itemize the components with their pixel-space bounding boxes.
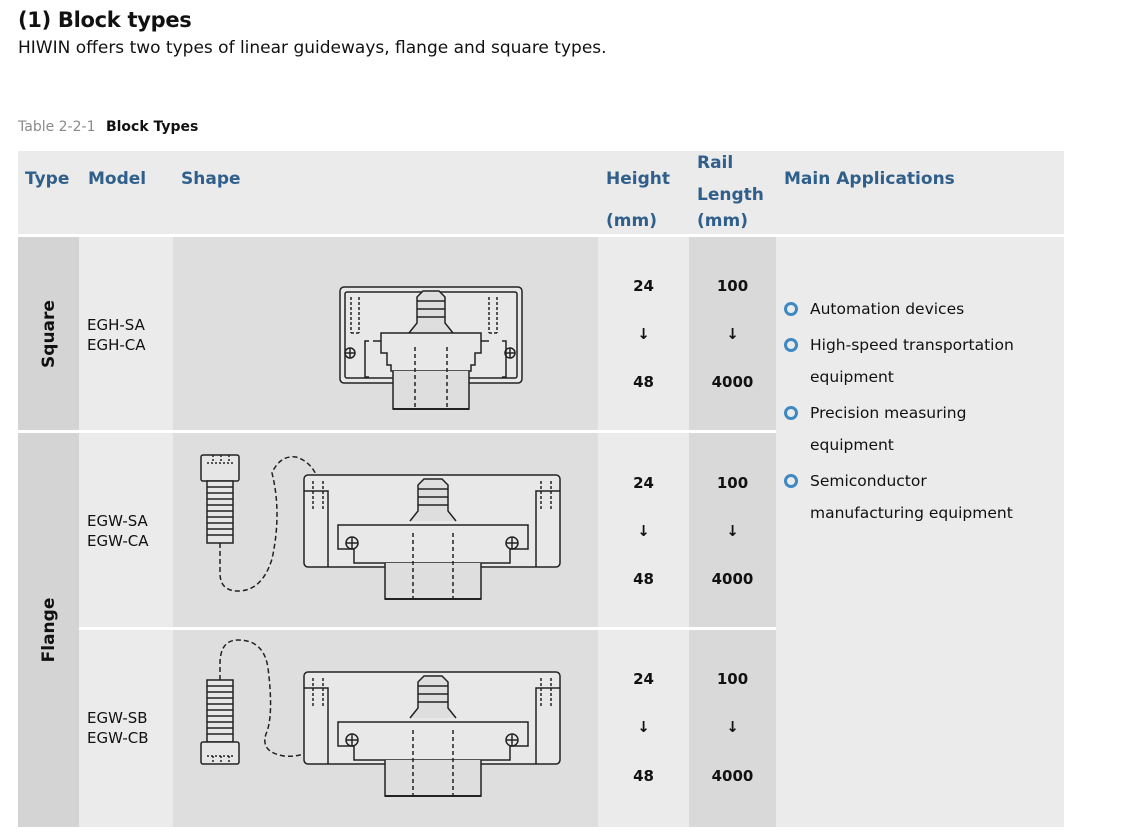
- rail-length-cell: 100 ↓ 4000: [689, 630, 776, 827]
- rail-length-max: 4000: [711, 570, 754, 588]
- model-cell: EGH-SA EGH-CA: [79, 237, 173, 430]
- table-number: Table 2-2-1: [18, 119, 96, 135]
- header-type: Type: [25, 169, 70, 189]
- application-item: Semiconductor manufacturing equipment: [784, 465, 1054, 529]
- table-header-row: Type Model Shape Height (mm) Rail Length…: [18, 151, 1064, 234]
- model-cell: EGW-SA EGW-CA: [79, 433, 173, 627]
- bullet-ring-icon: [784, 338, 798, 352]
- header-main-applications: Main Applications: [784, 169, 955, 189]
- header-height: Height: [606, 169, 670, 189]
- application-text: Semiconductor: [810, 472, 927, 490]
- intro-text: HIWIN offers two types of linear guidewa…: [18, 38, 607, 58]
- header-shape: Shape: [181, 169, 241, 189]
- arrow-down-icon: ↓: [637, 718, 650, 736]
- height-min: 24: [633, 670, 654, 688]
- flange-block-drawing-bolt-up-icon: [200, 454, 561, 600]
- model-name: EGW-CB: [87, 729, 149, 747]
- height-cell: 24 ↓ 48: [598, 630, 689, 827]
- flange-block-drawing-bolt-down-icon: [200, 639, 561, 797]
- shape-cell: [173, 630, 598, 827]
- type-label-flange: Flange: [38, 597, 59, 663]
- rail-length-min: 100: [716, 277, 749, 295]
- bullet-ring-icon: [784, 474, 798, 488]
- height-max: 48: [633, 570, 654, 588]
- application-item: Precision measuring equipment: [784, 397, 1054, 461]
- rail-length-min: 100: [716, 474, 749, 492]
- application-text: equipment: [810, 368, 894, 386]
- height-min: 24: [633, 277, 654, 295]
- arrow-down-icon: ↓: [726, 325, 739, 343]
- application-item: Automation devices: [784, 293, 1054, 325]
- header-rail-length: Length: [697, 185, 764, 205]
- application-text: Precision measuring: [810, 404, 967, 422]
- bullet-ring-icon: [784, 302, 798, 316]
- header-rail: Rail: [697, 153, 734, 173]
- application-text: manufacturing equipment: [810, 504, 1013, 522]
- model-name: EGH-SA: [87, 316, 145, 334]
- model-name: EGW-CA: [87, 532, 149, 550]
- height-min: 24: [633, 474, 654, 492]
- type-label-square: Square: [38, 299, 59, 368]
- model-name: EGH-CA: [87, 336, 146, 354]
- square-block-drawing-icon: [339, 286, 523, 410]
- application-text: High-speed transportation: [810, 336, 1014, 354]
- header-model: Model: [88, 169, 147, 189]
- shape-cell: [173, 433, 598, 627]
- application-item: High-speed transportation equipment: [784, 329, 1054, 393]
- row-divider: [18, 430, 776, 433]
- row-divider: [18, 234, 1064, 237]
- rail-length-min: 100: [716, 670, 749, 688]
- header-height-unit: (mm): [606, 211, 657, 231]
- type-cell-flange: Flange: [18, 433, 79, 827]
- table-title: Block Types: [105, 119, 199, 135]
- height-cell: 24 ↓ 48: [598, 237, 689, 430]
- rail-length-cell: 100 ↓ 4000: [689, 237, 776, 430]
- height-cell: 24 ↓ 48: [598, 433, 689, 627]
- type-cell-square: Square: [18, 237, 79, 430]
- row-divider: [79, 627, 776, 630]
- arrow-down-icon: ↓: [637, 522, 650, 540]
- arrow-down-icon: ↓: [726, 522, 739, 540]
- height-max: 48: [633, 767, 654, 785]
- rail-length-max: 4000: [711, 767, 754, 785]
- section-heading: (1) Block types: [18, 8, 192, 32]
- arrow-down-icon: ↓: [637, 325, 650, 343]
- model-name: EGW-SB: [87, 709, 148, 727]
- height-max: 48: [633, 373, 654, 391]
- rail-length-max: 4000: [711, 373, 754, 391]
- header-rail-unit: (mm): [697, 211, 748, 231]
- model-cell: EGW-SB EGW-CB: [79, 630, 173, 827]
- bullet-ring-icon: [784, 406, 798, 420]
- model-name: EGW-SA: [87, 512, 148, 530]
- shape-cell: [173, 237, 598, 430]
- application-text: equipment: [810, 436, 894, 454]
- application-text: Automation devices: [810, 300, 965, 318]
- applications-cell: Automation devices High-speed transporta…: [776, 237, 1064, 827]
- rail-length-cell: 100 ↓ 4000: [689, 433, 776, 627]
- block-types-table: Type Model Shape Height (mm) Rail Length…: [18, 151, 1064, 827]
- table-caption: Table 2-2-1 Block Types: [18, 119, 198, 135]
- applications-list: Automation devices High-speed transporta…: [784, 293, 1054, 533]
- arrow-down-icon: ↓: [726, 718, 739, 736]
